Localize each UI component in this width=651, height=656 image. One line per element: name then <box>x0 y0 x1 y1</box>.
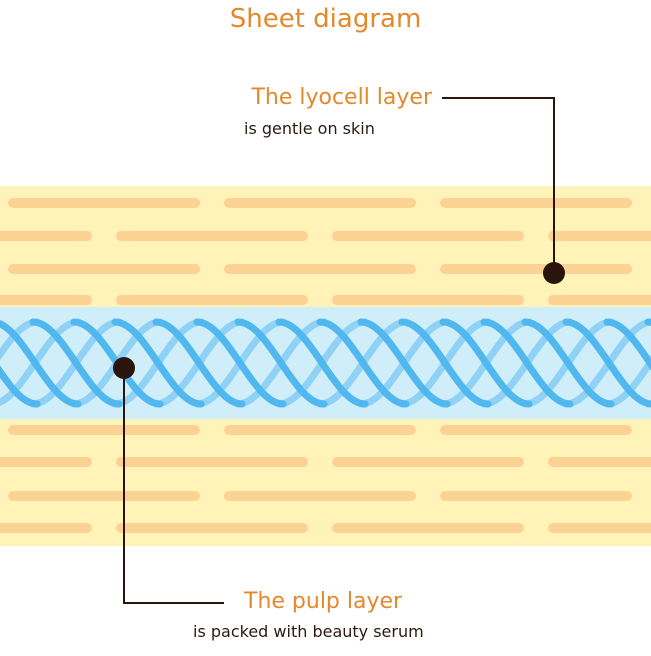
bottom-lyocell-layer <box>0 419 651 546</box>
lyocell-top-fiber-stripe <box>440 198 632 208</box>
lyocell-fibers-top <box>0 198 651 305</box>
lyocell-bottom-fiber-stripe <box>440 425 632 435</box>
lyocell-bottom-fiber-stripe <box>332 523 524 533</box>
lyocell-top-fiber-stripe <box>8 264 200 274</box>
lyocell-top-fiber-stripe <box>548 231 651 241</box>
pulp-layer-heading: The pulp layer <box>244 589 403 614</box>
pulp-fiber-strand <box>275 318 369 408</box>
lyocell-bottom-fiber-stripe <box>116 523 308 533</box>
lyocell-top-fiber-stripe <box>0 295 92 305</box>
pulp-fiber-strand <box>29 318 123 408</box>
diagram-title: Sheet diagram <box>229 4 422 34</box>
pulp-layer-description: is packed with beauty serum <box>193 622 424 641</box>
pulp-fiber-strand <box>357 318 451 408</box>
lyocell-bottom-fiber-stripe <box>440 491 632 501</box>
lyocell-top-fiber-stripe <box>440 264 632 274</box>
lyocell-top-fiber-stripe <box>224 264 416 274</box>
pulp-fiber-strand <box>603 318 651 371</box>
lyocell-marker-dot <box>543 262 565 284</box>
pulp-fiber-strand <box>439 318 533 408</box>
pulp-fiber-strand <box>521 318 615 408</box>
lyocell-top-fiber-stripe <box>116 231 308 241</box>
lyocell-top-fiber-stripe <box>548 295 651 305</box>
pulp-fiber-strand <box>562 318 651 408</box>
lyocell-top-fiber-stripe <box>8 198 200 208</box>
pulp-leader-line <box>123 368 224 604</box>
pulp-fiber-strand <box>152 318 246 408</box>
lyocell-bottom-fiber-stripe <box>8 491 200 501</box>
lyocell-top-fiber-stripe <box>116 295 308 305</box>
lyocell-bottom-fiber-stripe <box>8 425 200 435</box>
pulp-fiber-strand <box>0 320 82 408</box>
lyocell-bottom-fiber-stripe <box>0 523 92 533</box>
lyocell-fibers-bottom <box>0 425 651 533</box>
pulp-fiber-strand <box>0 365 41 408</box>
pulp-fibers <box>0 318 651 408</box>
lyocell-top-fiber-stripe <box>332 295 524 305</box>
lyocell-leader-line <box>442 97 555 272</box>
lyocell-layer-heading: The lyocell layer <box>251 85 432 110</box>
pulp-fiber-strand <box>111 318 205 408</box>
lyocell-bottom-fiber-stripe <box>116 457 308 467</box>
lyocell-top-fiber-stripe <box>0 231 92 241</box>
lyocell-bottom-fiber-stripe <box>224 491 416 501</box>
pulp-fiber-strand <box>398 318 492 408</box>
lyocell-bottom-fiber-stripe <box>332 457 524 467</box>
pulp-fiber-strand <box>316 318 410 408</box>
lyocell-layer-description: is gentle on skin <box>244 119 375 138</box>
lyocell-top-fiber-stripe <box>332 231 524 241</box>
pulp-fiber-strand <box>193 318 287 408</box>
lyocell-top-fiber-stripe <box>224 198 416 208</box>
lyocell-bottom-fiber-stripe <box>224 425 416 435</box>
pulp-marker-dot <box>113 357 135 379</box>
lyocell-bottom-fiber-stripe <box>548 457 651 467</box>
pulp-fiber-strand <box>234 318 328 408</box>
pulp-fiber-strand <box>480 318 574 408</box>
lyocell-bottom-fiber-stripe <box>0 457 92 467</box>
lyocell-bottom-fiber-stripe <box>548 523 651 533</box>
pulp-fiber-back-strand <box>0 318 41 361</box>
